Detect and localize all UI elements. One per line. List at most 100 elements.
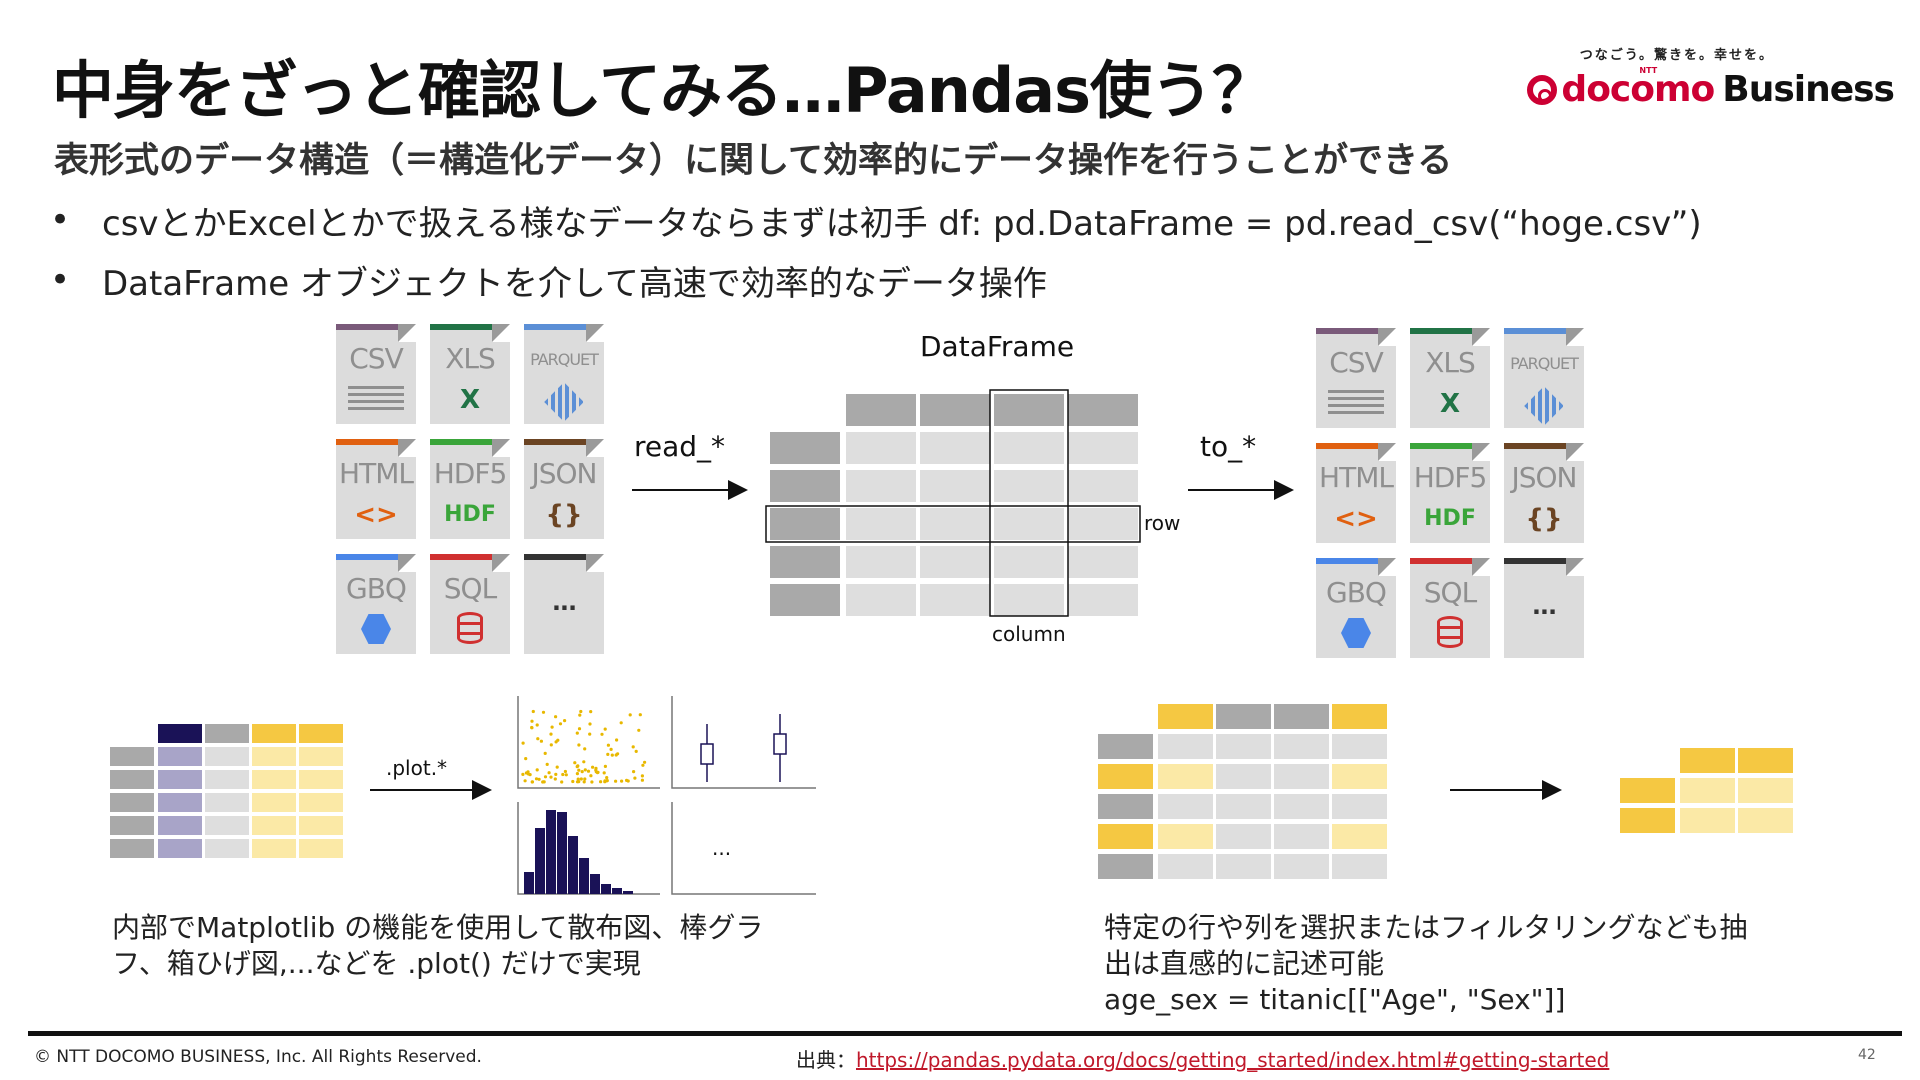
footer-divider — [28, 1031, 1902, 1036]
dataframe-cell — [1068, 508, 1138, 540]
output-format-tile: CSV — [1316, 328, 1396, 428]
scatter-point — [558, 722, 563, 726]
select-table-cell — [1274, 824, 1329, 849]
scatter-point — [633, 776, 637, 780]
select-source-table — [1098, 704, 1387, 879]
format-tile-label: HTML — [339, 457, 414, 490]
dataframe-cell — [920, 470, 990, 502]
format-tile-label: ... — [1531, 592, 1557, 620]
scatter-point — [583, 777, 587, 781]
scatter-point — [521, 741, 525, 745]
plot-table-header-cell — [252, 724, 296, 743]
scatter-point — [554, 740, 558, 744]
copyright: © NTT DOCOMO BUSINESS, Inc. All Rights R… — [34, 1047, 482, 1067]
scatter-point — [578, 713, 582, 717]
dataframe-index-cell — [770, 546, 840, 578]
plot-table-cell — [252, 816, 296, 835]
scatter-point — [620, 779, 624, 783]
dataframe-index-cell — [770, 470, 840, 502]
select-result-table — [1620, 748, 1793, 833]
scatter-point — [628, 713, 632, 717]
scatter-point — [577, 727, 582, 731]
source-prefix: 出典： — [796, 1048, 856, 1072]
format-tile-label: JSON — [531, 457, 597, 490]
scatter-point — [640, 778, 645, 782]
histogram-bar — [623, 891, 633, 894]
format-tile-label: GBQ — [1326, 576, 1387, 609]
scatter-point — [577, 768, 581, 772]
histogram-bar — [590, 874, 600, 894]
dataframe-cell — [1068, 432, 1138, 464]
select-table-header-cell — [1332, 704, 1387, 729]
source-link[interactable]: https://pandas.pydata.org/docs/getting_s… — [856, 1048, 1610, 1072]
dataframe-cell — [994, 470, 1064, 502]
select-table-cell — [1158, 764, 1213, 789]
plot-panels — [517, 696, 816, 895]
dataframe-header-cell — [920, 394, 990, 426]
scatter-point — [549, 743, 553, 747]
scatter-point — [640, 774, 645, 778]
logo-tagline: つなごう。驚きを。幸せを。 — [1579, 48, 1774, 63]
scatter-point — [524, 771, 529, 775]
format-tile-label: CSV — [349, 342, 403, 375]
code-icon: <> — [1334, 504, 1378, 534]
format-tile-label: PARQUET — [530, 350, 599, 369]
database-icon — [430, 610, 510, 650]
scatter-point — [571, 779, 575, 784]
scatter-point — [576, 777, 580, 781]
scatter-point — [530, 719, 534, 723]
bullet-glyph: • — [50, 260, 71, 300]
select-table-cell — [1332, 764, 1387, 789]
scatter-point — [606, 752, 610, 757]
lines-icon — [1316, 384, 1396, 424]
scatter-point — [543, 751, 547, 756]
scatter-point — [631, 745, 635, 749]
format-tile-label: XLS — [445, 342, 496, 375]
slide-title: 中身をざっと確認してみる…Pandas使う？ — [52, 54, 1274, 127]
select-caption: 特定の行や列を選択またはフィルタリングなども抽 出は直感的に記述可能 age_s… — [1104, 910, 1747, 1018]
scatter-point — [543, 775, 548, 779]
scatter-point — [614, 779, 618, 783]
bigquery-icon — [336, 610, 416, 650]
scatter-point — [575, 765, 579, 769]
scatter-point — [634, 749, 638, 754]
braces-icon: {} — [545, 500, 583, 530]
scatter-point — [563, 769, 568, 774]
select-table-cell — [1274, 734, 1329, 759]
result-cell — [1738, 808, 1793, 833]
input-format-tile: GBQ — [336, 554, 416, 654]
select-table-cell — [1158, 824, 1213, 849]
plot-source-table — [110, 724, 343, 858]
scatter-point — [603, 764, 608, 769]
select-caption-code: age_sex = titanic[["Age", "Sex"]] — [1104, 983, 1566, 1016]
plot-table-cell — [158, 747, 202, 766]
plot-table-index-cell — [110, 816, 154, 835]
scatter-point — [541, 710, 546, 714]
plot-table-cell — [205, 770, 249, 789]
format-tile-label: HDF5 — [433, 457, 508, 490]
logo-mark-icon — [1527, 74, 1558, 105]
plot-table-cell — [205, 747, 249, 766]
row-highlight — [765, 505, 1141, 543]
plot-table-cell — [205, 816, 249, 835]
plot-table-header-cell — [299, 724, 343, 743]
bullet-item: •DataFrame オブジェクトを介して高速で効率的なデータ操作 — [50, 250, 1702, 310]
histogram-bar — [612, 888, 622, 894]
plot-table-cell — [252, 793, 296, 812]
dataframe-cell — [920, 584, 990, 616]
scatter-point — [575, 731, 579, 735]
scatter-point — [579, 777, 583, 781]
select-caption-line: 出は直感的に記述可能 — [1104, 947, 1385, 980]
scatter-point — [535, 768, 539, 772]
logo-business: Business — [1722, 69, 1895, 110]
scatter-point — [547, 771, 551, 775]
select-table-header-cell — [1158, 704, 1213, 729]
dataframe-cell — [994, 432, 1064, 464]
output-format-tile: SQL — [1410, 558, 1490, 658]
select-table-cell — [1216, 734, 1271, 759]
scatter-point — [555, 765, 559, 769]
scatter-point — [541, 780, 545, 784]
format-tile-label: HTML — [1319, 461, 1394, 494]
